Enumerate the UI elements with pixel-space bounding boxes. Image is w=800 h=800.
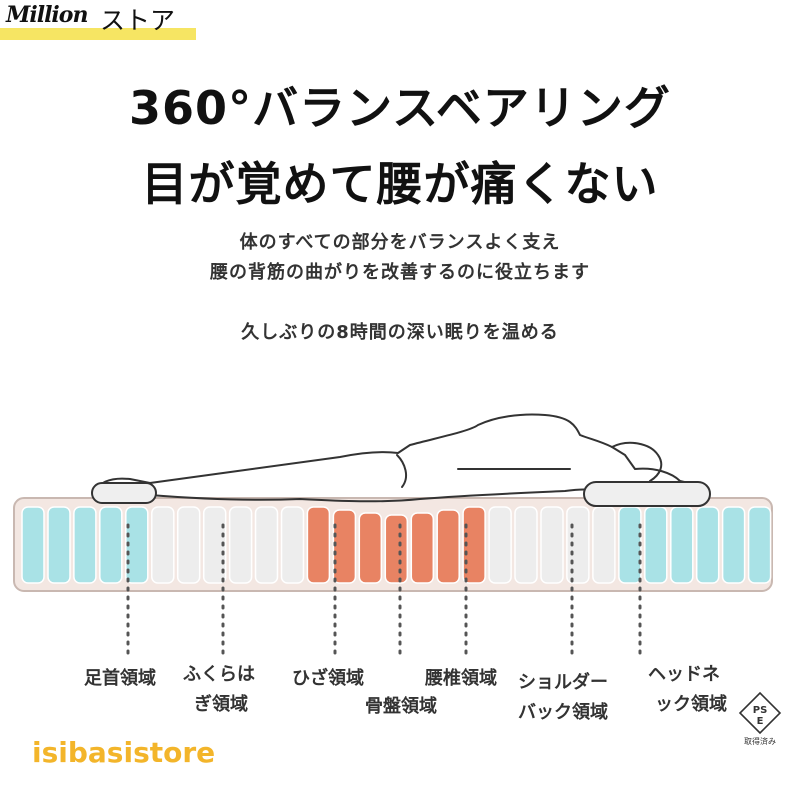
label-calf-zone-line-1: ふくらは: [183, 664, 255, 685]
spring-coil-calf: [254, 506, 279, 584]
spring-coil-pelvis: [384, 514, 409, 584]
spring-coil-head: [670, 506, 694, 584]
spring-coil-calf: [280, 506, 305, 584]
spring-coil-foot: [125, 506, 149, 584]
mattress-illustration: [13, 413, 773, 659]
sleeping-person-outline: [98, 413, 707, 503]
label-shoulder-zone-line-1: ショルダー: [518, 672, 608, 693]
spring-coil-head: [644, 506, 668, 584]
pillow: [583, 481, 711, 507]
spring-coil-calf: [151, 506, 175, 584]
spring-coil-foot: [99, 506, 123, 584]
spring-coil-shoulder: [540, 506, 564, 584]
pse-mark-top: PS: [753, 705, 768, 716]
spring-coil-shoulder: [514, 506, 538, 584]
label-knee-zone: ひざ領域: [292, 668, 364, 689]
spring-coil-head: [721, 506, 746, 584]
label-pelvis-zone: 骨盤領域: [365, 696, 437, 717]
spring-coil-head: [747, 506, 772, 584]
spring-coil-shoulder: [488, 506, 512, 584]
store-name: isibasistore: [32, 736, 216, 769]
spring-coil-foot: [47, 506, 71, 584]
spring-coils: [21, 506, 772, 584]
zone-guide-lines: [126, 523, 642, 659]
spring-coil-calf: [202, 506, 227, 584]
label-lumbar-zone: 腰椎領域: [425, 668, 497, 689]
spring-coil-lumbar: [436, 509, 460, 584]
description-line-3: 久しぶりの8時間の深い眠りを温める: [241, 322, 559, 343]
spring-coil-shoulder: [592, 506, 616, 584]
label-head-zone-line-1: ヘッドネ: [648, 664, 720, 685]
spring-coil-calf: [228, 506, 253, 584]
foot-pad: [91, 482, 157, 504]
description-line-1: 体のすべての部分をバランスよく支え: [239, 232, 561, 253]
spring-coil-foot: [73, 506, 97, 584]
spring-coil-calf: [176, 506, 201, 584]
spring-coil-pelvis: [410, 512, 435, 584]
description-line-2: 腰の背筋の曲がりを改善するのに役立ちます: [210, 262, 590, 283]
pse-mark-bottom: E: [757, 716, 764, 727]
spring-coil-shoulder: [566, 506, 590, 584]
spring-coil-foot: [21, 506, 45, 584]
spring-coil-head: [695, 506, 720, 584]
logo-kana-text: ストア: [100, 6, 176, 35]
spring-coil-knee: [306, 506, 331, 584]
label-head-zone-line-2: ック領域: [655, 694, 727, 715]
brand-logo: Million ストア: [0, 0, 196, 42]
label-foot-zone: 足首領域: [84, 668, 156, 689]
pse-certification-mark: PS E: [738, 691, 782, 735]
logo-highlight-bar: [0, 28, 196, 40]
certification-caption: 取得済み: [744, 737, 776, 746]
headline-line-2: 目が覚めて腰が痛くない: [141, 157, 659, 211]
label-calf-zone-line-2: ぎ領域: [194, 694, 248, 715]
logo-script-text: Million: [6, 2, 88, 28]
spring-coil-knee: [332, 509, 357, 584]
spring-coil-pelvis: [358, 512, 383, 584]
label-shoulder-zone-line-2: バック領域: [518, 702, 608, 723]
headline-line-1: 360°バランスベアリング: [129, 81, 671, 135]
spring-coil-lumbar: [462, 506, 486, 584]
spring-coil-head: [618, 506, 642, 584]
